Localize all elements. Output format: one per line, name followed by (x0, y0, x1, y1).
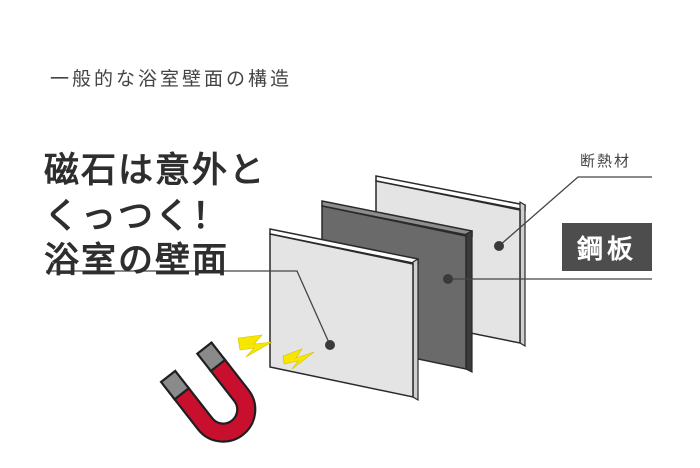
leader-dots (325, 241, 504, 350)
insulation-label: 断熱材 (580, 152, 632, 170)
spark-icon (237, 334, 315, 370)
insulation-dot (494, 241, 504, 251)
wall-panel (269, 228, 419, 402)
wall-dot (325, 340, 335, 350)
headline-leader (46, 270, 331, 346)
diagram-title: 一般的な浴室壁面の構造 (50, 68, 293, 90)
headline-line-2: くっつく！ (44, 196, 230, 237)
headline-line-3: 浴室の壁面 (44, 240, 230, 281)
steel-dot (443, 274, 453, 284)
leader-lines (46, 176, 652, 346)
steel-label-badge: 鋼板 (562, 223, 652, 271)
headline-line-1: 磁石は意外と (44, 150, 267, 191)
insulation-leader (498, 176, 652, 247)
horseshoe-magnet-icon (159, 341, 257, 443)
